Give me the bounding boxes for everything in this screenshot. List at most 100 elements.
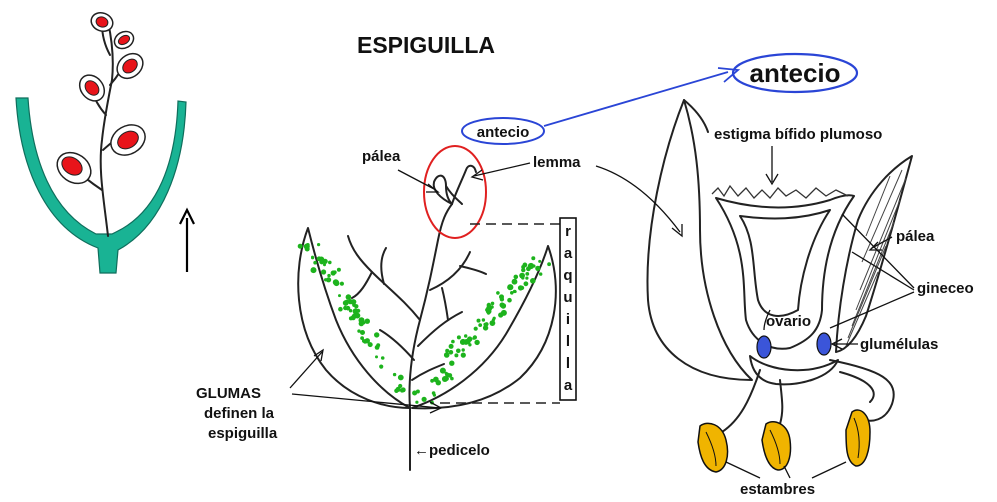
pedicelo-label: ←pedicelo bbox=[414, 442, 490, 459]
glume-dot bbox=[492, 318, 495, 321]
glume-dot bbox=[501, 303, 507, 309]
glume-dot bbox=[313, 261, 317, 265]
glume-dot bbox=[357, 329, 360, 332]
glume-dot bbox=[331, 270, 336, 275]
ovario-label: ovario bbox=[766, 313, 811, 330]
glume-dot bbox=[547, 262, 551, 266]
glume-dot bbox=[445, 349, 449, 353]
glume-dot bbox=[319, 257, 325, 263]
glume-dot bbox=[530, 278, 536, 284]
lemma-label: lemma bbox=[533, 154, 581, 171]
glume-cup bbox=[16, 98, 186, 273]
glume-dot bbox=[396, 387, 401, 392]
antecio-small-label: antecio bbox=[477, 124, 530, 141]
glume-dot bbox=[520, 286, 524, 290]
antecio-detail bbox=[647, 100, 912, 472]
glume-dot bbox=[474, 327, 478, 331]
svg-text:r: r bbox=[565, 223, 571, 240]
glume-dot bbox=[524, 281, 529, 286]
glume-dot bbox=[449, 350, 454, 355]
glume-dot bbox=[491, 302, 495, 306]
glume-dot bbox=[468, 343, 471, 346]
svg-text:l: l bbox=[566, 355, 570, 372]
glume-dot bbox=[327, 274, 330, 277]
glume-dot bbox=[532, 264, 535, 267]
glume-dot bbox=[415, 401, 418, 404]
glume-dot bbox=[365, 319, 370, 324]
glume-dot bbox=[343, 300, 349, 306]
floret-3 bbox=[75, 70, 110, 106]
glume-dot bbox=[526, 266, 531, 271]
glume-dot bbox=[304, 244, 310, 250]
svg-text:i: i bbox=[566, 311, 570, 328]
svg-text:q: q bbox=[563, 267, 572, 284]
svg-text:u: u bbox=[563, 289, 572, 306]
glume-dot bbox=[523, 263, 528, 268]
floret-5 bbox=[89, 10, 116, 34]
glume-dot bbox=[535, 266, 540, 271]
floret-6 bbox=[111, 28, 136, 52]
glume-dot bbox=[473, 335, 477, 339]
glume-dot bbox=[393, 373, 396, 376]
glume-dot bbox=[351, 299, 357, 305]
gineceo-label: gineceo bbox=[917, 280, 974, 297]
glume-dot bbox=[448, 373, 453, 378]
glume-dot bbox=[461, 353, 466, 358]
page-title: ESPIGUILLA bbox=[357, 32, 495, 58]
svg-text:l: l bbox=[566, 333, 570, 350]
glume-dot bbox=[326, 277, 331, 282]
glume-dot bbox=[525, 272, 529, 276]
glume-dot bbox=[490, 305, 494, 309]
glume-dot bbox=[422, 397, 427, 402]
glume-dot bbox=[519, 273, 525, 279]
glume-dot bbox=[337, 268, 341, 272]
floret-2 bbox=[105, 119, 150, 161]
glume-dot bbox=[328, 261, 332, 265]
palea-right-label: pálea bbox=[896, 228, 935, 245]
glume-dot bbox=[514, 275, 519, 280]
glume-dot bbox=[433, 394, 436, 397]
glume-dot bbox=[298, 244, 303, 249]
glume-dot bbox=[539, 272, 542, 275]
glume-dot bbox=[362, 339, 366, 343]
glume-dot bbox=[482, 318, 485, 321]
glumelula-left bbox=[757, 336, 771, 358]
glume-dot bbox=[525, 277, 528, 280]
up-arrow-icon bbox=[180, 210, 194, 272]
glume-dot bbox=[340, 282, 344, 286]
glume-dot bbox=[321, 269, 326, 274]
svg-text:a: a bbox=[564, 245, 573, 262]
inflorescence-sketch bbox=[16, 10, 186, 273]
glume-dot bbox=[531, 256, 535, 260]
glume-dot bbox=[498, 312, 503, 317]
estigma-label: estigma bífido plumoso bbox=[714, 126, 882, 143]
glume-dot bbox=[483, 323, 486, 326]
glume-dot bbox=[478, 323, 482, 327]
glume-dot bbox=[538, 260, 541, 263]
glume-dot bbox=[499, 294, 504, 299]
spikelet-drawing bbox=[298, 146, 576, 470]
anther-2 bbox=[762, 422, 791, 470]
glumelulas-label: glumélulas bbox=[860, 336, 938, 353]
glume-dot bbox=[444, 352, 450, 358]
glumas-label-1: GLUMAS bbox=[196, 385, 261, 402]
palea-left-label: pálea bbox=[362, 148, 401, 165]
glume-dot bbox=[375, 355, 378, 358]
glume-dot bbox=[449, 361, 454, 366]
glume-dot bbox=[451, 340, 455, 344]
glume-dot bbox=[317, 243, 320, 246]
glume-dot bbox=[513, 290, 516, 293]
glume-dot bbox=[354, 304, 358, 308]
floret-1 bbox=[51, 146, 97, 190]
glume-dot bbox=[412, 391, 417, 396]
glume-dot bbox=[487, 312, 490, 315]
glume-dot bbox=[449, 344, 454, 349]
glume-dot bbox=[381, 356, 385, 360]
estambres-label: estambres bbox=[740, 481, 815, 497]
glume-dot bbox=[474, 340, 479, 345]
glume-dot bbox=[333, 279, 339, 285]
glume-dot bbox=[496, 291, 500, 295]
antecio-big-label: antecio bbox=[749, 58, 840, 88]
glume-dot bbox=[338, 307, 343, 312]
